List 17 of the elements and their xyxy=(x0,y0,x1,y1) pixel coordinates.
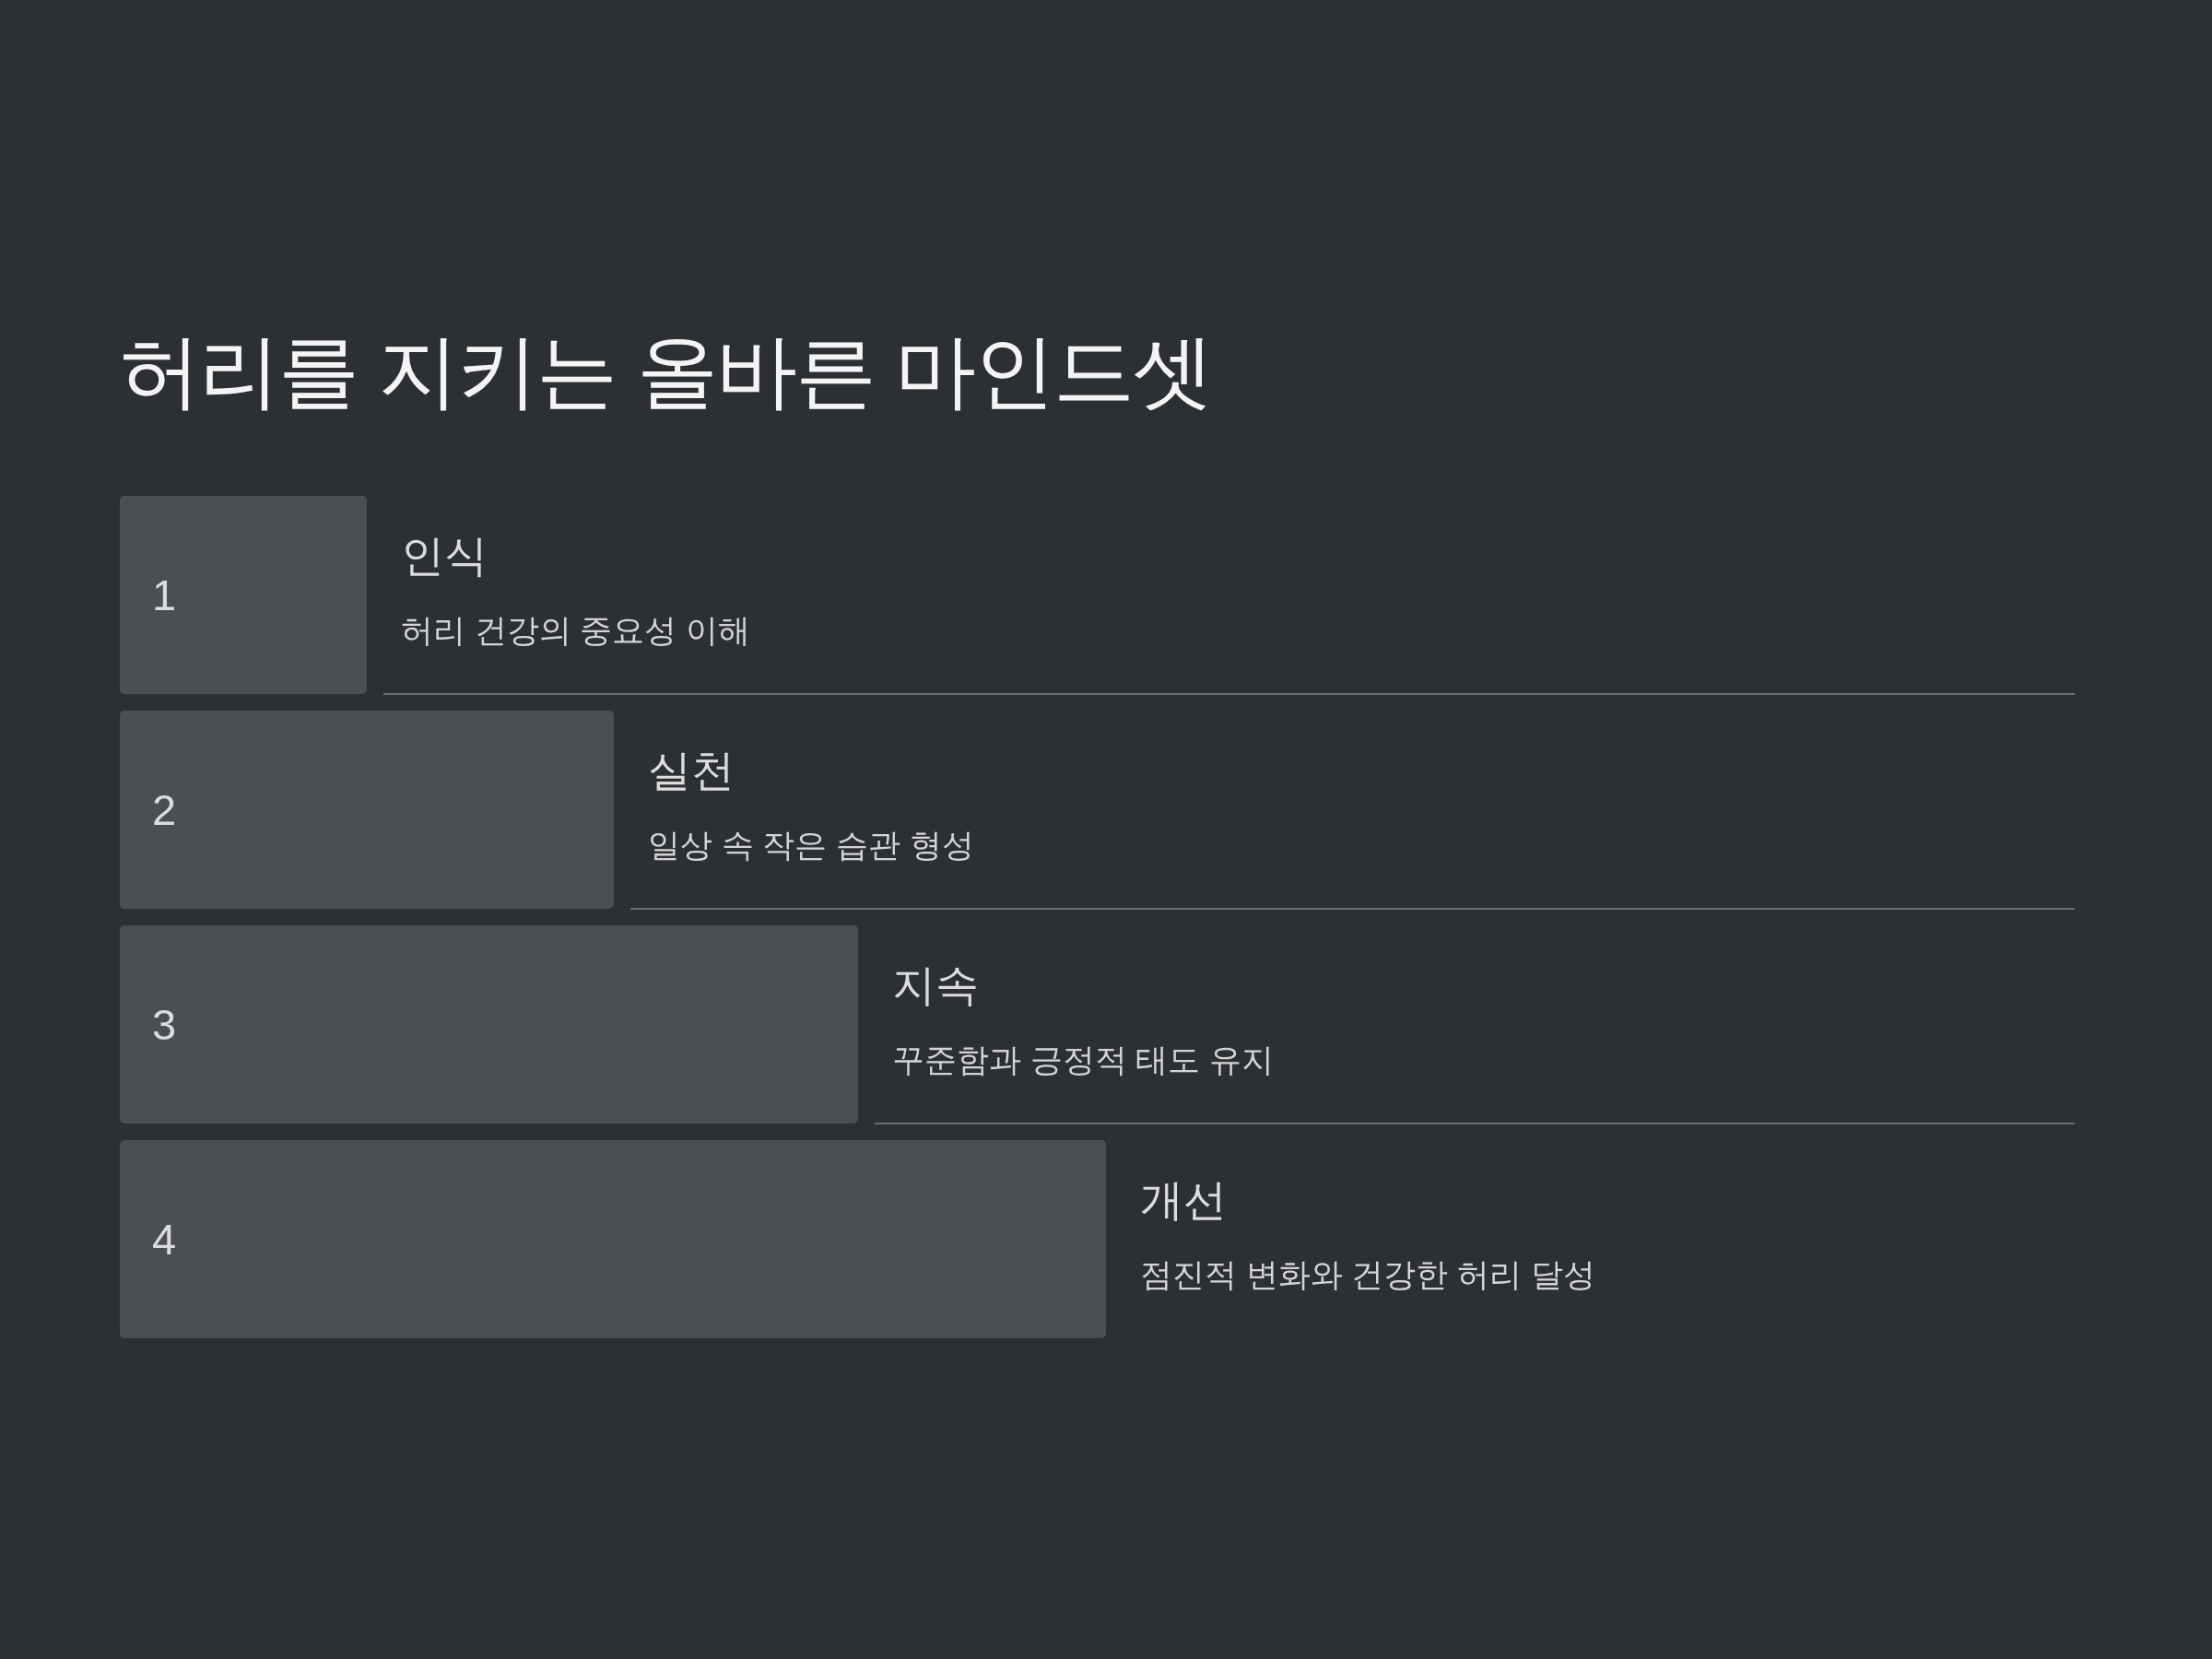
step-heading: 지속 xyxy=(892,959,979,1011)
step-description: 꾸준함과 긍정적 태도 유지 xyxy=(892,1041,1275,1079)
step-bar xyxy=(120,496,367,694)
step-heading: 실천 xyxy=(648,744,735,796)
step-description: 일상 속 작은 습관 형성 xyxy=(648,826,974,865)
title: 허리를 지키는 올바른 마인드셋 xyxy=(120,324,1213,418)
step-bar xyxy=(120,925,858,1124)
step-number: 1 xyxy=(152,573,177,617)
step-heading: 인식 xyxy=(401,529,488,582)
step-bar xyxy=(120,1140,1106,1338)
step-bar xyxy=(120,711,614,909)
step-number: 4 xyxy=(152,1218,177,1261)
step-number: 2 xyxy=(152,788,177,831)
step-heading: 개선 xyxy=(1140,1173,1227,1226)
step-description: 점진적 변화와 건강한 허리 달성 xyxy=(1140,1255,1595,1294)
step-number: 3 xyxy=(152,1003,177,1046)
step-description: 허리 건강의 중요성 이해 xyxy=(401,611,751,650)
